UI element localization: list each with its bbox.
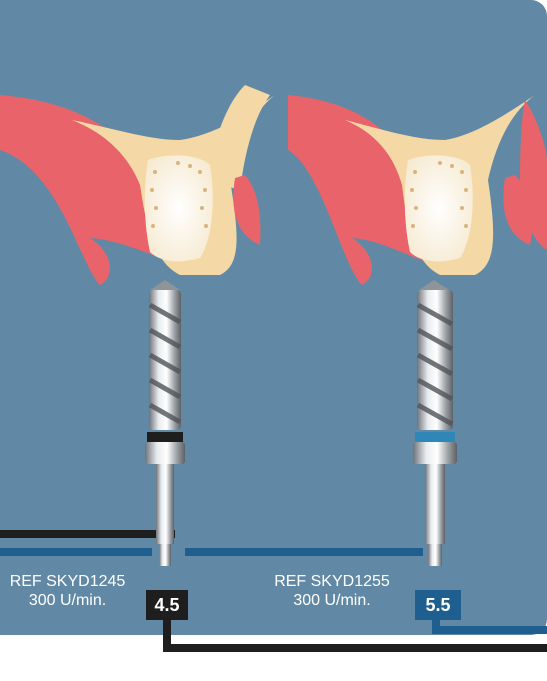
drill-left-ref: REF SKYD1245	[0, 572, 135, 591]
drill-left-size-badge: 4.5	[146, 590, 188, 620]
drill-right	[413, 280, 457, 566]
black-line-bottom	[163, 644, 547, 652]
drill-left-tip	[150, 280, 180, 290]
drill-right-ref: REF SKYD1255	[262, 572, 402, 591]
bone-section-right	[288, 95, 547, 285]
drill-left-label: REF SKYD1245 300 U/min.	[0, 572, 135, 610]
drill-left-collar	[145, 442, 185, 464]
blue-line-left	[0, 548, 152, 556]
drill-left-speed: 300 U/min.	[0, 591, 135, 610]
drill-left-end	[159, 544, 171, 566]
drill-right-end	[428, 544, 442, 566]
drill-right-collar	[413, 442, 457, 464]
drill-left-ring	[147, 432, 183, 442]
blue-line-bottom	[432, 626, 547, 634]
bone-section-left	[0, 85, 275, 285]
drill-right-speed: 300 U/min.	[262, 591, 402, 610]
drill-right-size-badge: 5.5	[415, 590, 461, 620]
drill-left-shank	[156, 464, 174, 544]
gum-left-outer	[233, 175, 260, 245]
drill-right-label: REF SKYD1255 300 U/min.	[262, 572, 402, 610]
drill-right-ring	[415, 432, 455, 442]
drill-left	[145, 280, 185, 566]
black-line-top	[0, 530, 175, 538]
blue-line-middle	[185, 548, 423, 556]
drill-right-tip	[419, 280, 449, 290]
drill-right-shank	[425, 464, 445, 544]
